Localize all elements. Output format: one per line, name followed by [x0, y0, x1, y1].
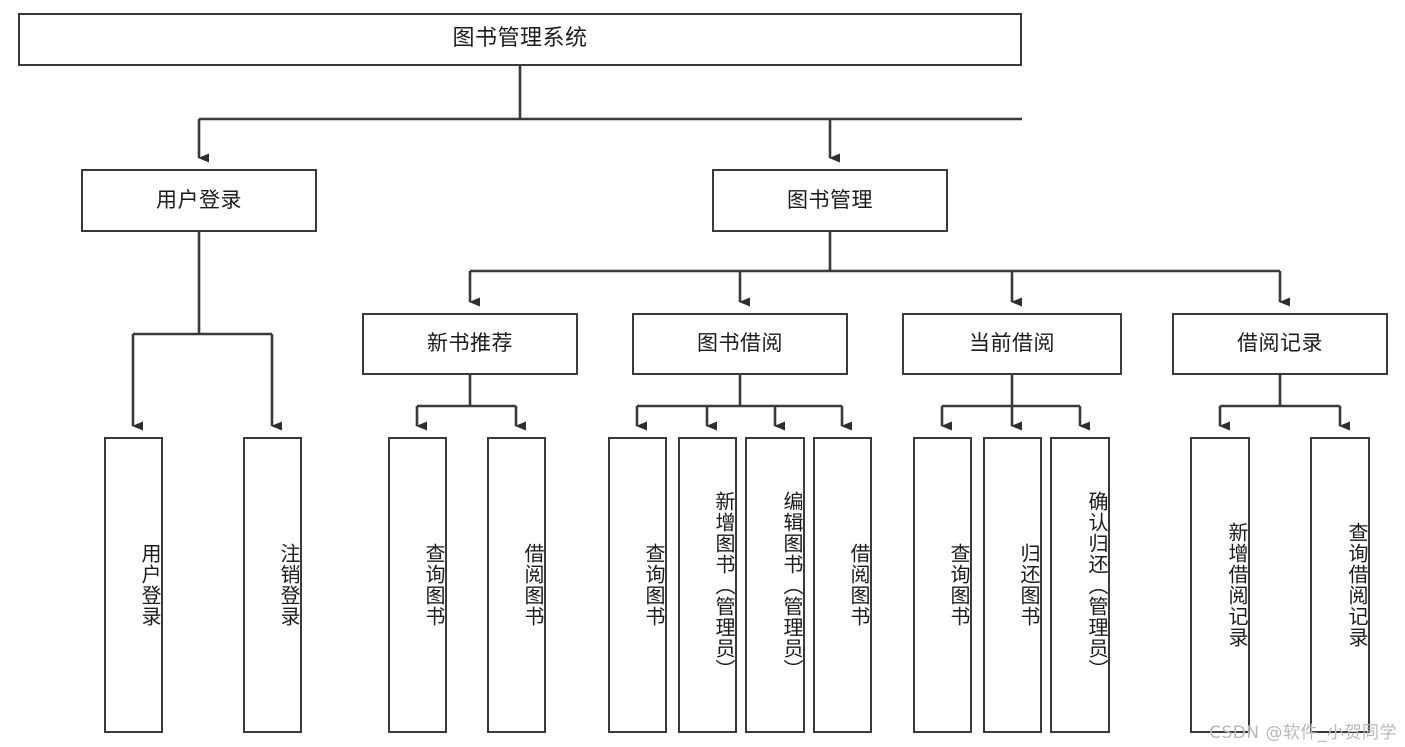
node-leaf-logout-label: 注销登录 — [277, 543, 301, 627]
node-book-borrow[interactable]: 图书借阅 — [632, 313, 848, 375]
node-leaf-borrow-book-2-label: 借阅图书 — [847, 543, 871, 627]
node-book-management[interactable]: 图书管理 — [712, 169, 948, 232]
node-leaf-borrow-book-2[interactable]: 借阅图书 — [813, 437, 872, 733]
node-leaf-borrow-book-1-label: 借阅图书 — [521, 543, 545, 627]
node-leaf-add-record-label: 新增借阅记录 — [1225, 522, 1249, 648]
node-leaf-edit-book-label: 编辑图书（管理员） — [780, 490, 804, 680]
node-leaf-query-book-1[interactable]: 查询图书 — [388, 437, 447, 733]
node-leaf-logout[interactable]: 注销登录 — [243, 437, 302, 733]
node-leaf-add-book[interactable]: 新增图书（管理员） — [678, 437, 737, 733]
node-user-login-label: 用户登录 — [156, 187, 242, 212]
node-leaf-confirm-return-label: 确认归还（管理员） — [1085, 490, 1109, 680]
node-leaf-add-record[interactable]: 新增借阅记录 — [1190, 437, 1250, 733]
node-current-borrow-label: 当前借阅 — [969, 331, 1055, 356]
node-leaf-query-book-2[interactable]: 查询图书 — [608, 437, 667, 733]
node-current-borrow[interactable]: 当前借阅 — [902, 313, 1122, 375]
node-borrow-record[interactable]: 借阅记录 — [1172, 313, 1388, 375]
node-leaf-return-book[interactable]: 归还图书 — [983, 437, 1042, 733]
node-leaf-query-book-3-label: 查询图书 — [947, 543, 971, 627]
node-leaf-query-record[interactable]: 查询借阅记录 — [1310, 437, 1370, 733]
node-book-borrow-label: 图书借阅 — [697, 331, 783, 356]
node-leaf-query-book-1-label: 查询图书 — [422, 543, 446, 627]
node-new-book-recommend-label: 新书推荐 — [427, 331, 513, 356]
node-book-management-label: 图书管理 — [787, 187, 873, 212]
node-root-system-label: 图书管理系统 — [452, 26, 588, 52]
node-leaf-borrow-book-1[interactable]: 借阅图书 — [487, 437, 546, 733]
node-new-book-recommend[interactable]: 新书推荐 — [362, 313, 578, 375]
node-leaf-add-book-label: 新增图书（管理员） — [712, 490, 736, 680]
node-borrow-record-label: 借阅记录 — [1237, 331, 1323, 356]
node-user-login[interactable]: 用户登录 — [81, 169, 317, 232]
node-leaf-return-book-label: 归还图书 — [1017, 543, 1041, 627]
node-leaf-query-book-2-label: 查询图书 — [642, 543, 666, 627]
node-root-system[interactable]: 图书管理系统 — [18, 13, 1022, 66]
node-leaf-query-record-label: 查询借阅记录 — [1345, 522, 1369, 648]
node-leaf-edit-book[interactable]: 编辑图书（管理员） — [745, 437, 805, 733]
node-leaf-user-login[interactable]: 用户登录 — [104, 437, 163, 733]
node-leaf-user-login-label: 用户登录 — [138, 543, 162, 627]
node-leaf-confirm-return[interactable]: 确认归还（管理员） — [1050, 437, 1110, 733]
node-leaf-query-book-3[interactable]: 查询图书 — [913, 437, 972, 733]
